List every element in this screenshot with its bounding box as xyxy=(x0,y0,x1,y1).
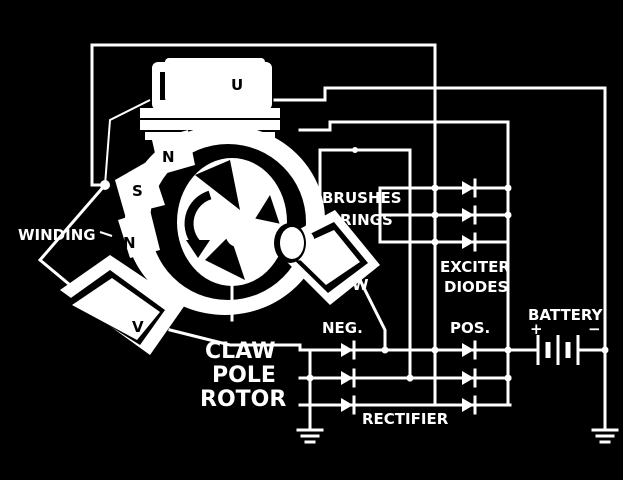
coil-u xyxy=(140,58,280,140)
positive-diodes xyxy=(462,340,477,415)
stator xyxy=(125,125,325,315)
label-pos: POS. xyxy=(450,319,490,337)
label-battery-plus: + xyxy=(530,320,543,338)
label-diodes: DIODES xyxy=(444,278,508,296)
winding-pointer xyxy=(99,231,113,237)
ground-right xyxy=(591,428,619,444)
label-pole: POLE xyxy=(212,363,276,388)
label-exciter: EXCITER xyxy=(440,258,510,276)
label-rectifier: RECTIFIER xyxy=(362,410,449,428)
pole-s-label: S xyxy=(132,182,143,200)
coil-w-label: W xyxy=(352,276,369,294)
slip-rings xyxy=(225,215,315,263)
coil-v xyxy=(60,255,185,355)
junctions xyxy=(100,147,609,382)
ground-left xyxy=(296,428,324,444)
battery-symbol xyxy=(536,335,580,365)
coil-v-label: V xyxy=(132,318,144,336)
pole-pieces xyxy=(115,130,195,258)
exciter-diodes xyxy=(462,178,477,252)
negative-diodes xyxy=(341,340,356,415)
label-winding: WINDING xyxy=(18,226,96,244)
coil-u-label: U xyxy=(231,76,243,94)
pole-n2-label: N xyxy=(162,148,175,166)
label-battery-minus: − xyxy=(588,320,601,338)
label-battery: BATTERY xyxy=(528,306,604,324)
label-claw: CLAW xyxy=(205,339,275,364)
label-neg: NEG. xyxy=(322,319,363,337)
pole-n-label: N xyxy=(123,234,136,252)
label-rings: RINGS xyxy=(340,211,393,229)
label-brushes: BRUSHES xyxy=(322,189,402,207)
label-rotor: ROTOR xyxy=(200,387,286,412)
